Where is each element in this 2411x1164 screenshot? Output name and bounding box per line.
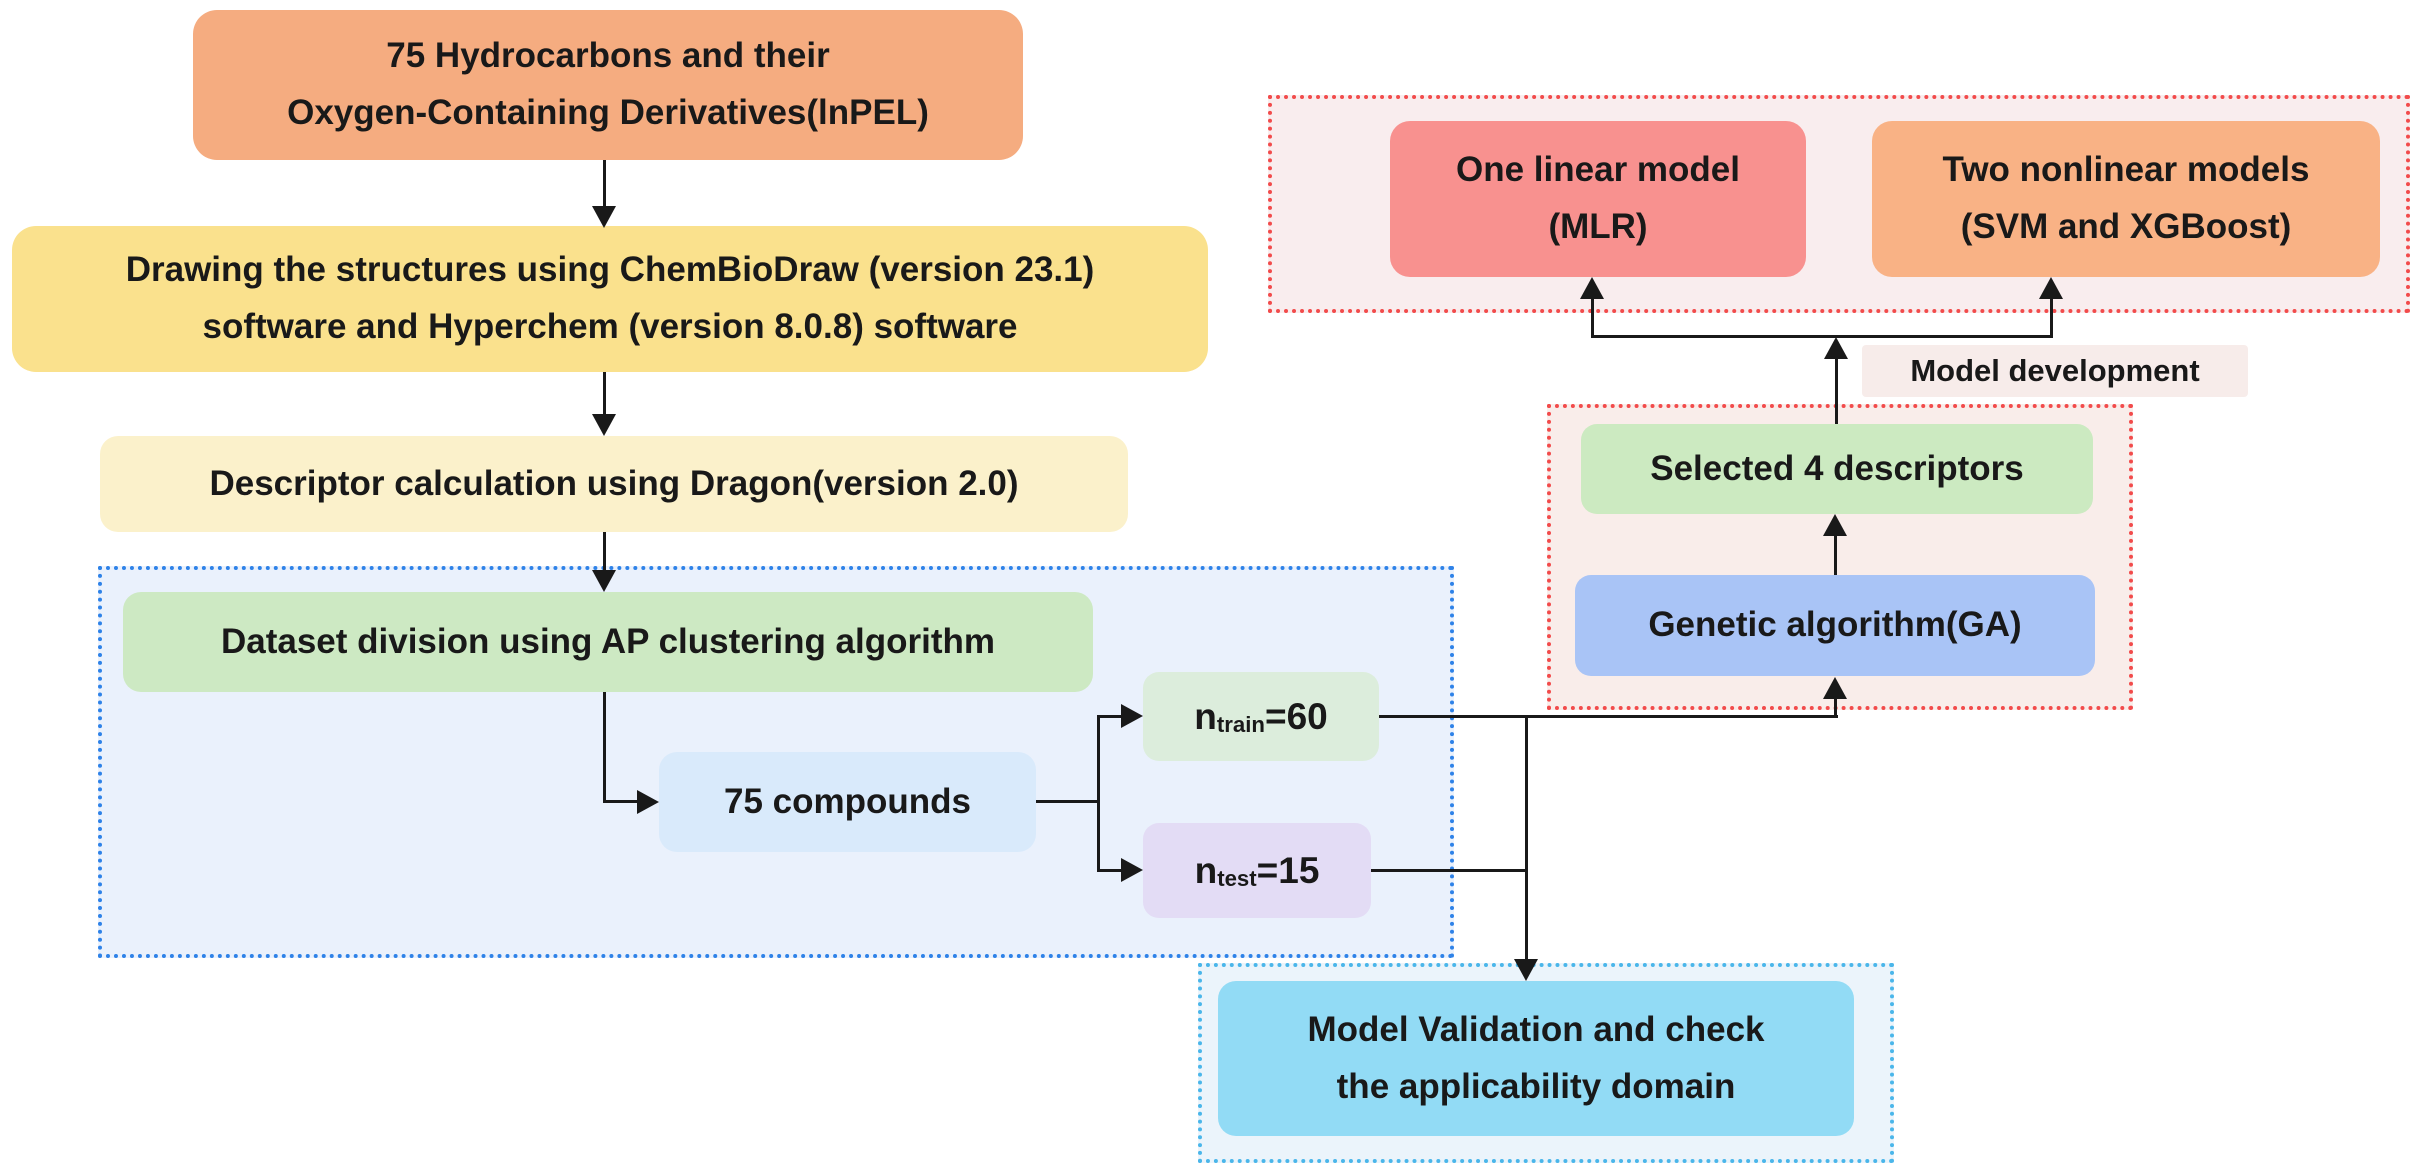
test-set-box: ntest=15 (1143, 823, 1371, 918)
compounds-count-box: 75 compounds (659, 752, 1036, 852)
linear-model-box: One linear model (MLR) (1390, 121, 1806, 277)
arrow-to-linear-model-head (1580, 277, 1604, 299)
genetic-algorithm-label: Genetic algorithm(GA) (1648, 605, 2022, 645)
structure-drawing-box: Drawing the structures using ChemBioDraw… (12, 226, 1208, 372)
line-train-to-ga (1379, 715, 1838, 718)
arrow-drawing-to-descriptor-head (592, 414, 616, 436)
compounds-count-label: 75 compounds (724, 781, 971, 821)
connector-models-hline (1591, 335, 2053, 338)
arrow-branch-to-train-head (1121, 704, 1143, 728)
source-compounds-box: 75 Hydrocarbons and their Oxygen-Contain… (193, 10, 1023, 160)
model-validation-box: Model Validation and check the applicabi… (1218, 981, 1854, 1136)
selected-descriptors-box: Selected 4 descriptors (1581, 424, 2093, 514)
test-set-label: ntest=15 (1194, 849, 1320, 891)
arrow-drawing-to-descriptor-line (603, 372, 606, 416)
dataset-division-label: Dataset division using AP clustering alg… (220, 621, 996, 661)
arrow-source-to-drawing-head (592, 206, 616, 228)
arrow-to-validation-head (1514, 959, 1538, 981)
nonlinear-model-line2: (SVM and XGBoost) (1960, 207, 2292, 246)
training-set-label: ntrain=60 (1194, 695, 1328, 737)
arrow-branch-to-test-head (1121, 858, 1143, 882)
arrow-to-nonlinear-model-head (2039, 277, 2063, 299)
line-selected-to-connector (1835, 358, 1838, 424)
arrow-dataset-to-compounds-hline (603, 800, 639, 803)
line-branch-to-validation (1525, 715, 1528, 961)
arrow-descriptor-to-dataset-line (603, 532, 606, 572)
descriptor-calculation-box: Descriptor calculation using Dragon(vers… (100, 436, 1128, 532)
training-set-box: ntrain=60 (1143, 672, 1379, 761)
line-branch-to-train (1097, 715, 1123, 718)
selected-descriptors-label: Selected 4 descriptors (1650, 448, 2024, 488)
source-compounds-line2: Oxygen-Containing Derivatives(lnPEL) (287, 93, 929, 132)
structure-drawing-line1: Drawing the structures using ChemBioDraw… (125, 250, 1095, 290)
dataset-division-box: Dataset division using AP clustering alg… (123, 592, 1093, 692)
model-validation-line1: Model Validation and check (1307, 1009, 1765, 1049)
line-branch-to-test (1097, 869, 1123, 872)
arrow-ga-to-selected-head (1823, 514, 1847, 536)
connector-left-vline (1591, 296, 1594, 337)
connector-right-vline (2050, 296, 2053, 337)
test-set-subscript: test (1217, 865, 1257, 891)
branch-split-vline (1097, 715, 1100, 872)
line-ga-to-selected (1834, 534, 1837, 575)
line-compounds-to-branch (1036, 800, 1100, 803)
training-set-value: =60 (1264, 695, 1328, 737)
nonlinear-model-box: Two nonlinear models (SVM and XGBoost) (1872, 121, 2380, 277)
model-development-text: Model development (1910, 352, 2200, 388)
model-development-label: Model development (1862, 345, 2248, 397)
arrow-dataset-to-compounds-head (637, 790, 659, 814)
arrow-descriptor-to-dataset-head (592, 570, 616, 592)
line-ga-stem (1834, 697, 1837, 718)
training-set-subscript: train (1216, 711, 1265, 737)
linear-model-line2: (MLR) (1548, 207, 1648, 246)
descriptor-calculation-label: Descriptor calculation using Dragon(vers… (209, 463, 1019, 503)
arrow-to-ga-head (1823, 677, 1847, 699)
model-validation-line2: the applicability domain (1336, 1066, 1736, 1106)
genetic-algorithm-box: Genetic algorithm(GA) (1575, 575, 2095, 676)
line-test-to-branch (1371, 869, 1528, 872)
test-set-value: =15 (1256, 849, 1320, 891)
linear-model-line1: One linear model (1456, 150, 1740, 190)
arrow-source-to-drawing-line (603, 160, 606, 208)
structure-drawing-line2: software and Hyperchem (version 8.0.8) s… (202, 307, 1018, 346)
nonlinear-model-line1: Two nonlinear models (1942, 150, 2310, 190)
source-compounds-line1: 75 Hydrocarbons and their (386, 36, 830, 76)
arrow-dataset-to-compounds-vline (603, 692, 606, 803)
arrow-selected-to-connector-head (1824, 337, 1848, 359)
